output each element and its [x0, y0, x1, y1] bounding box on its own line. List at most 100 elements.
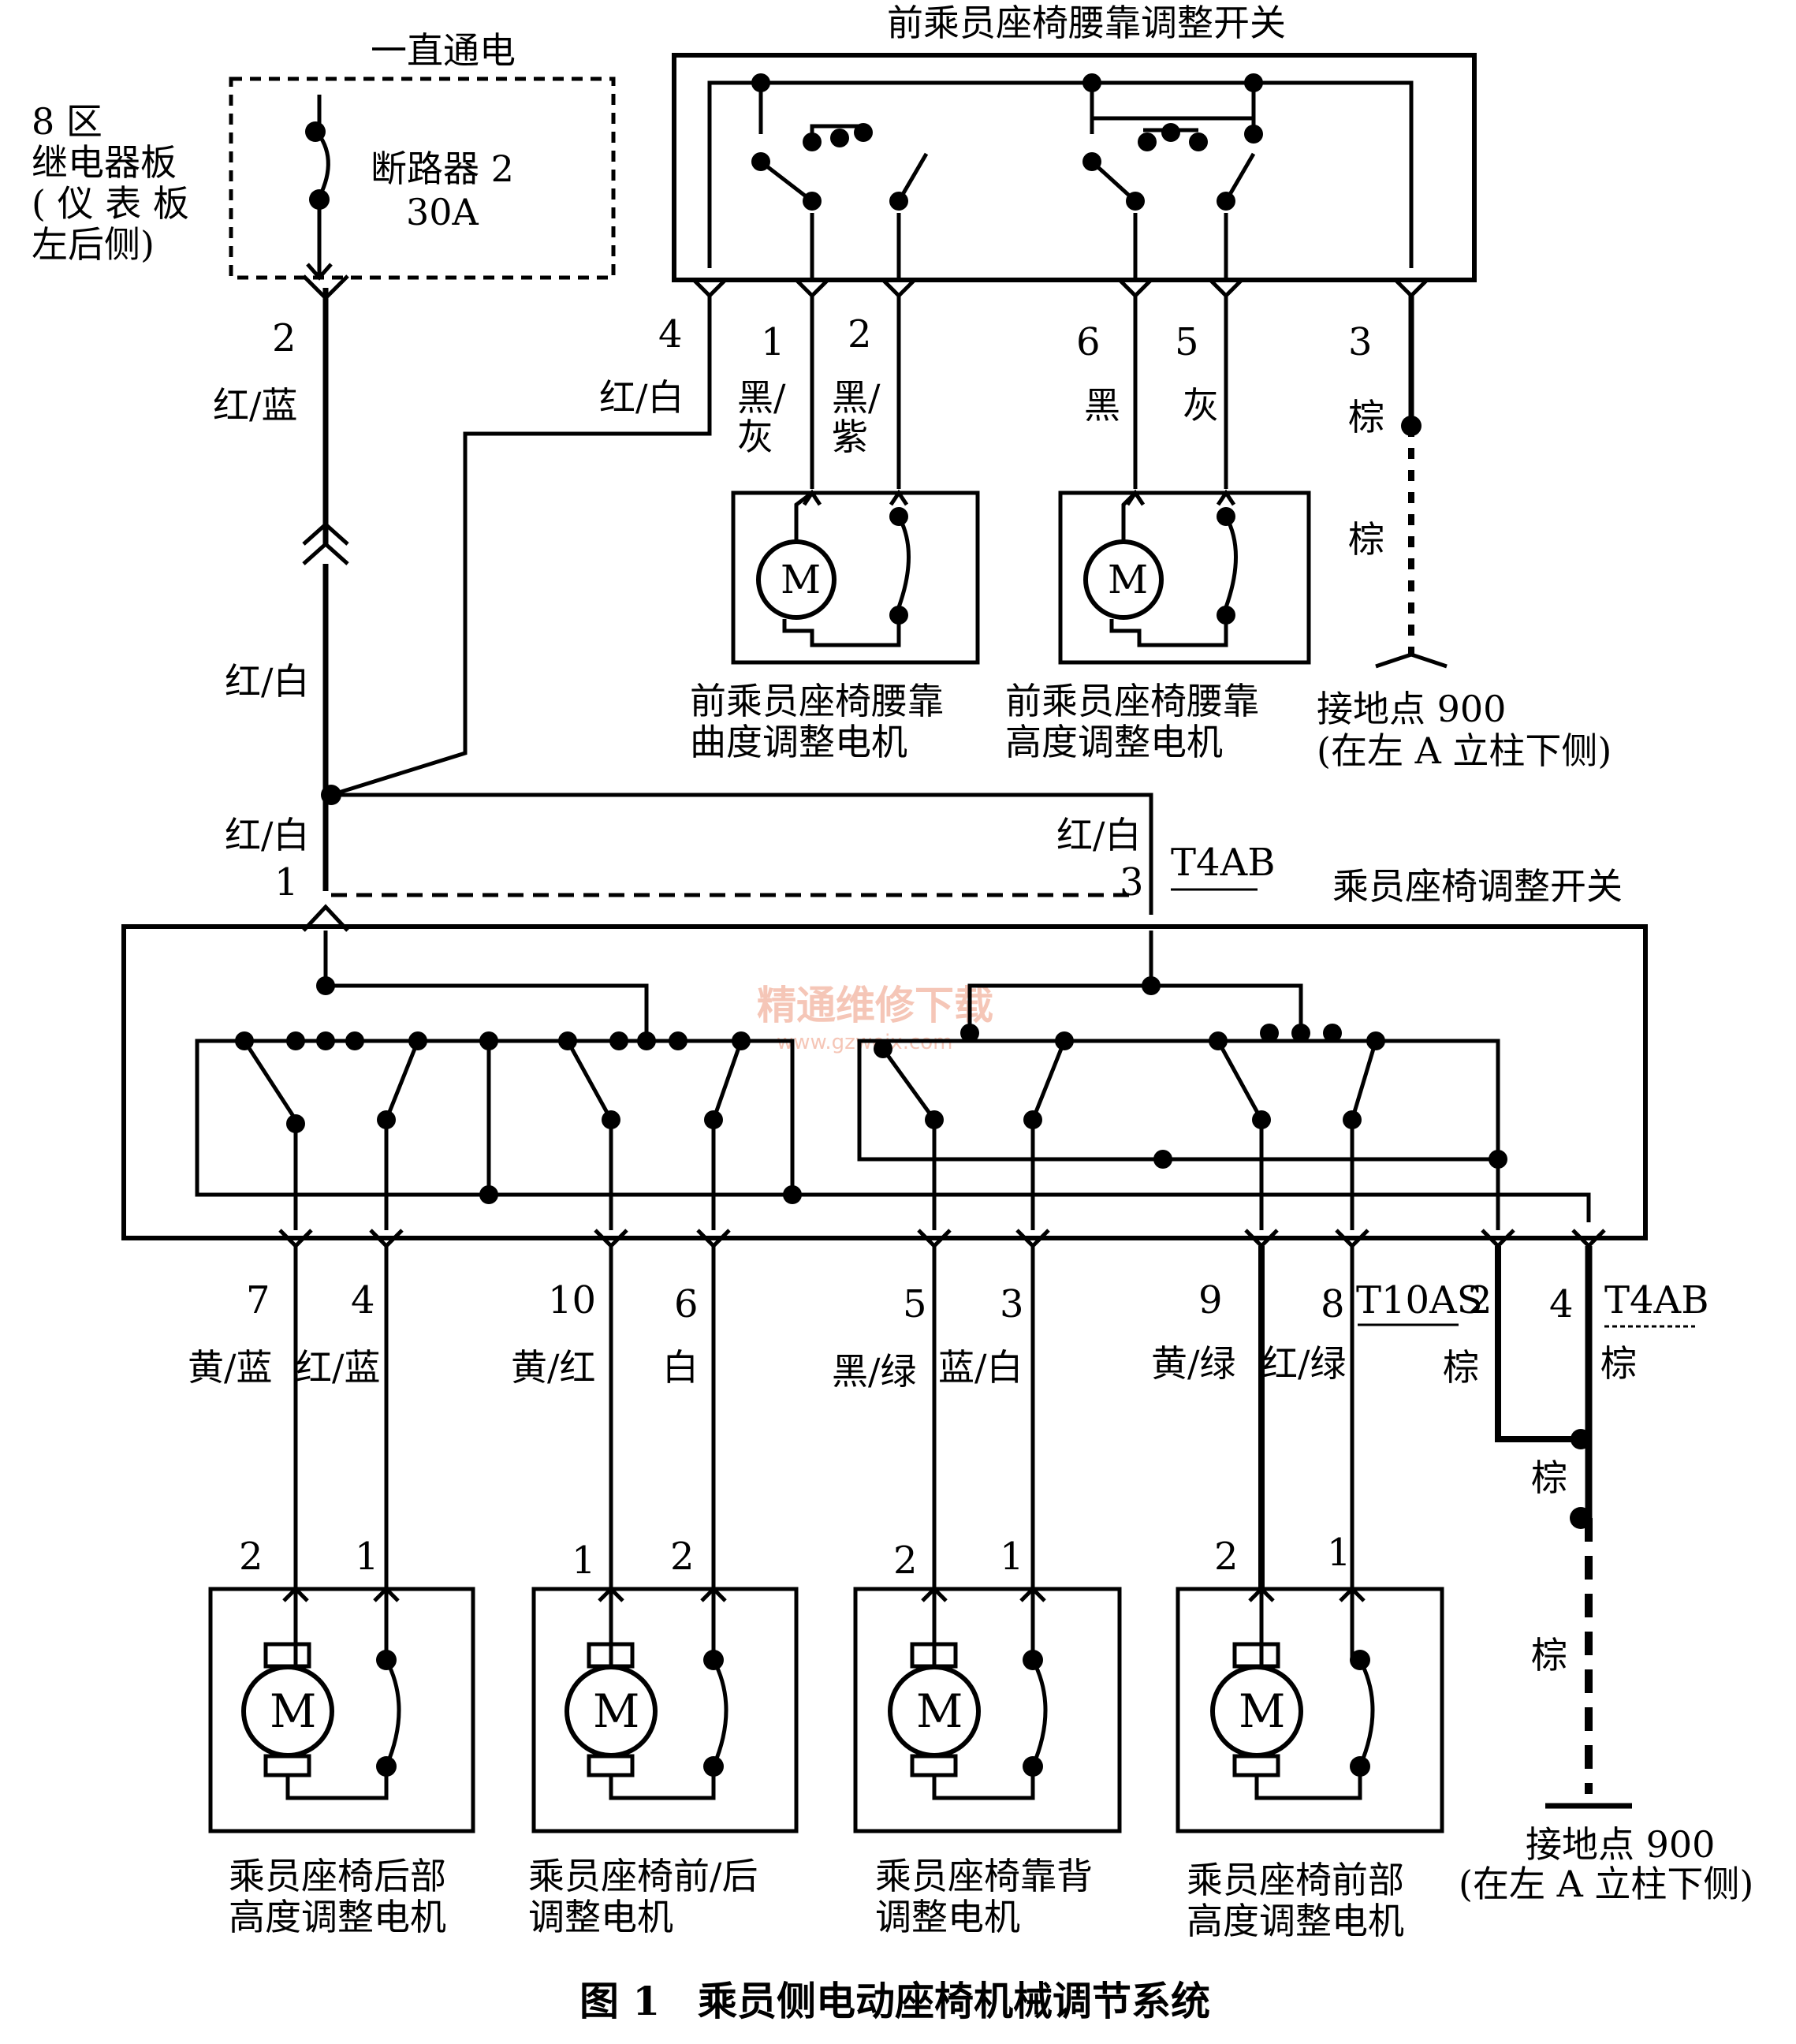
ground-bottom-line1: 接地点 900: [1526, 1823, 1715, 1866]
seat-motor-3-line2: 调整电机: [875, 1896, 1020, 1938]
motor4-pin-2: 2: [1214, 1535, 1239, 1579]
seat-motor-rear-height: M: [208, 1586, 475, 1833]
motor3-pin-1: 1: [1000, 1535, 1024, 1579]
relay-board-line2: 继电器板: [32, 141, 177, 184]
always-on-label: 一直通电: [371, 29, 516, 72]
circuit-breaker-symbol: [306, 95, 333, 281]
lumbar-pin-2: 2: [848, 312, 872, 356]
lumbar-motor-1-line2: 曲度调整电机: [690, 721, 907, 763]
lumbar-pin-1: 1: [761, 320, 785, 364]
seat-switch-title: 乘员座椅调整开关: [1332, 865, 1623, 908]
seat-switch-internals: [195, 931, 1591, 1222]
relay-board-line1: 8 区: [32, 100, 102, 143]
motor1-pin-2: 2: [239, 1535, 263, 1579]
wire-blue-white: 蓝/白: [938, 1346, 1023, 1389]
lumbar-switch-contacts: [751, 73, 1263, 211]
seat-motor-4-line1: 乘员座椅前部: [1187, 1859, 1404, 1901]
branch-to-lumbar-switch: [330, 296, 1153, 915]
wire-red-green: 红/绿: [1261, 1342, 1347, 1385]
lumbar-wire-grey-1: 灰: [737, 416, 773, 458]
relay-board-line4: 左后侧): [32, 223, 155, 266]
seat-motor-fore-aft: M: [531, 1586, 799, 1833]
breaker-name: 断路器 2: [371, 147, 514, 190]
lumbar-pin-5: 5: [1175, 320, 1199, 364]
seat-switch-contacts: [235, 976, 1507, 1204]
connector-chevrons: [302, 274, 349, 932]
figure-number: 图 1: [579, 1978, 660, 2024]
seat-motor-backrest: M: [853, 1586, 1122, 1833]
figure-title: 乘员侧电动座椅机械调节系统: [698, 1978, 1210, 2024]
lumbar-pin-4: 4: [658, 312, 683, 356]
lumbar-wire-grey-2: 灰: [1183, 384, 1219, 427]
seat-pin-7: 7: [246, 1278, 270, 1322]
svg-text:M: M: [270, 1684, 316, 1738]
wire-color-red-white-3: 红/白: [1056, 814, 1142, 856]
relay-board-box: [229, 76, 616, 280]
breaker-rating: 30A: [406, 191, 479, 233]
watermark: 精通维修下载: [757, 983, 993, 1028]
connector-t4ab-top: T4AB: [1171, 841, 1276, 885]
lumbar-wires: [810, 296, 1448, 669]
breaker-contact-top: [305, 121, 326, 142]
wire-brown-1: 棕: [1443, 1346, 1479, 1389]
seat-motor-wires: [293, 1246, 1632, 1809]
ground-top-line1: 接地点 900: [1317, 688, 1506, 730]
wire-yellow-blue: 黄/蓝: [188, 1346, 273, 1389]
seat-pin-9: 9: [1198, 1278, 1223, 1322]
ground-top-line2: (在左 A 立柱下侧): [1317, 729, 1612, 772]
pin-3-t4ab: 3: [1120, 860, 1144, 905]
wire-brown-4: 棕: [1531, 1634, 1567, 1677]
lumbar-motor-2-line1: 前乘员座椅腰靠: [1005, 680, 1259, 722]
seat-pin-5: 5: [903, 1282, 927, 1326]
seat-motor-3-line1: 乘员座椅靠背: [875, 1855, 1093, 1897]
wire-color-red-blue: 红/蓝: [213, 384, 298, 427]
wire-white: 白: [662, 1346, 699, 1389]
ground-splice-bottom-2: [1570, 1507, 1592, 1529]
lumbar-curvature-motor: M: [731, 489, 980, 665]
seat-pin-8: 8: [1321, 1282, 1345, 1326]
wire-yellow-red: 黄/红: [511, 1346, 596, 1389]
seat-motor-2-line1: 乘员座椅前/后: [528, 1855, 758, 1897]
lumbar-switch-box: [672, 53, 1477, 282]
wire-red-blue: 红/蓝: [296, 1346, 381, 1389]
seat-switch-blades: [242, 1039, 1500, 1230]
lumbar-wire-black-3: 黑: [1084, 384, 1120, 427]
connector-t10as: T10AS: [1356, 1278, 1483, 1322]
svg-text:M: M: [781, 557, 821, 602]
seat-motor-1-line1: 乘员座椅后部: [229, 1855, 446, 1897]
wire-black-green: 黑/绿: [832, 1350, 917, 1393]
lumbar-switch-title: 前乘员座椅腰靠调整开关: [887, 2, 1286, 44]
motor3-pin-2: 2: [893, 1539, 918, 1583]
seat-pin-4-t4ab: 4: [1549, 1282, 1574, 1326]
seat-pin-3: 3: [1000, 1282, 1024, 1326]
lumbar-pin-3: 3: [1348, 320, 1373, 364]
svg-text:M: M: [593, 1684, 639, 1738]
seat-pin-2: 2: [1468, 1278, 1492, 1322]
seat-motor-4-line2: 高度调整电机: [1187, 1900, 1404, 1942]
seat-motor-2-line2: 调整电机: [528, 1896, 673, 1938]
ground-splice-bottom-1: [1571, 1429, 1591, 1449]
relay-board-line3: ( 仪 表 板: [32, 182, 189, 225]
pin-1-feed: 1: [274, 860, 299, 905]
svg-text:M: M: [1239, 1684, 1285, 1738]
seat-switch-box: [121, 924, 1648, 1240]
lumbar-wire-brown-1: 棕: [1348, 396, 1384, 438]
lumbar-motor-1-line1: 前乘员座椅腰靠: [690, 680, 944, 722]
lumbar-switch-internals: [707, 80, 1414, 280]
seat-motor-front-height: M: [1176, 1586, 1444, 1833]
lumbar-wire-brown-2: 棕: [1348, 518, 1384, 561]
wire-yellow-green: 黄/绿: [1151, 1342, 1236, 1385]
connector-t4ab-bottom: T4AB: [1604, 1278, 1709, 1322]
seat-pin-10: 10: [548, 1278, 596, 1322]
wire-color-red-white-2: 红/白: [225, 814, 310, 856]
lumbar-wire-black-2: 黑/: [832, 376, 881, 419]
lumbar-wire-black-1: 黑/: [737, 376, 786, 419]
ground-bottom-line2: (在左 A 立柱下侧): [1459, 1863, 1753, 1905]
wire-color-red-white-1: 红/白: [225, 660, 310, 703]
seat-motor-1-line2: 高度调整电机: [229, 1896, 446, 1938]
ground-splice-top: [1401, 416, 1422, 436]
breaker-contact-bottom: [309, 189, 330, 210]
pin-2-feed: 2: [272, 316, 296, 360]
wire-brown-3: 棕: [1531, 1457, 1567, 1499]
